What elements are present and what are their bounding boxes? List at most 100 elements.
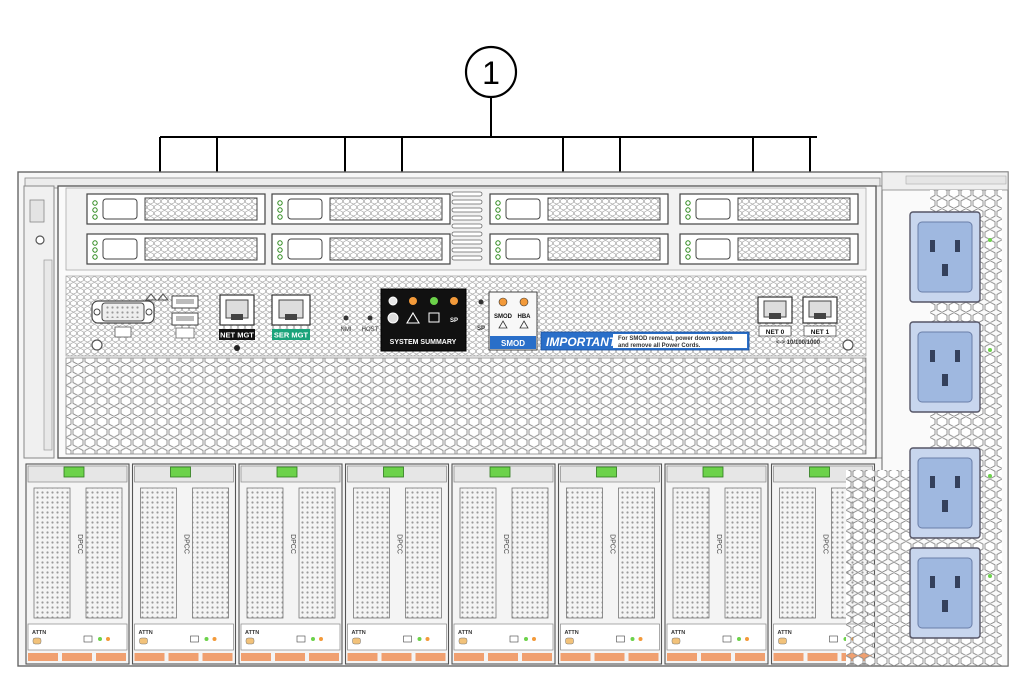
drive-release-button[interactable] [505, 198, 541, 220]
pcie-latch[interactable] [170, 466, 191, 478]
locator-led[interactable] [388, 296, 398, 306]
pcie-ok-led [204, 637, 209, 641]
pcie-fault-led [425, 637, 430, 641]
drive-release-button[interactable] [287, 198, 323, 220]
drive-led [685, 214, 691, 220]
pcie-attn-button[interactable] [458, 637, 468, 645]
pcie-latch[interactable] [702, 466, 724, 478]
pcie-grille [724, 487, 762, 619]
drive-release-button[interactable] [287, 238, 323, 260]
drive-led [685, 200, 691, 206]
ser-mgt-port[interactable]: SER MGT [271, 294, 311, 340]
net1-port[interactable]: NET 1 [802, 296, 838, 337]
power-supply-inlet[interactable] [909, 547, 992, 639]
pcie-attn-button[interactable] [671, 637, 681, 645]
pcie-attn-label: ATTN [565, 630, 579, 636]
smod-badge: SMOD [501, 339, 525, 348]
important-label: IMPORTANT [546, 335, 618, 349]
drive-bay[interactable] [86, 193, 266, 225]
drive-bay[interactable] [489, 193, 669, 225]
sp-label-inner: SP [450, 318, 458, 324]
power-supply-inlet[interactable] [909, 447, 992, 539]
pcie-grille [298, 487, 336, 619]
drive-bay[interactable] [271, 233, 451, 265]
drive-release-button[interactable] [102, 238, 138, 260]
pcie-attn-button[interactable] [565, 637, 574, 645]
pcie-ok-led [311, 637, 315, 641]
net-mgt-port[interactable]: NET MGT [219, 294, 255, 351]
pcie-attn-button[interactable] [139, 637, 148, 645]
nmi-host-buttons: NMI HOST [341, 315, 379, 333]
pcie-grille [459, 487, 497, 619]
pcie-slot-tag [488, 653, 518, 661]
smod-panel: SMOD HBA SMOD [488, 291, 538, 351]
drive-bay[interactable] [679, 233, 859, 265]
pcie-latch[interactable] [596, 466, 617, 478]
drive-led [92, 200, 98, 206]
drive-led [495, 207, 501, 213]
vga-port[interactable] [91, 300, 155, 338]
pcie-fault-led [638, 637, 643, 641]
usb-ports[interactable] [144, 293, 199, 339]
psu-pin [930, 240, 935, 252]
pcie-grille [33, 487, 71, 619]
drive-release-button[interactable] [695, 198, 731, 220]
drive-led [495, 214, 501, 220]
drive-bay[interactable] [86, 233, 266, 265]
drive-led [92, 247, 98, 253]
cloud-icon [144, 293, 170, 301]
pcie-slot-tag [28, 653, 58, 661]
pcie-ok-led [417, 637, 422, 641]
pcie-ok-led [630, 637, 635, 641]
drive-release-button[interactable] [505, 238, 541, 260]
power-button[interactable] [387, 312, 399, 324]
drive-grille [547, 237, 661, 261]
system-summary-panel: SP SYSTEM SUMMARY [380, 288, 467, 352]
drive-release-button[interactable] [695, 238, 731, 260]
pcie-attn-button[interactable] [352, 637, 361, 645]
pcie-attn-button[interactable] [245, 637, 255, 645]
pcie-slot-tag [168, 653, 199, 661]
pcie-latch[interactable] [63, 466, 85, 478]
drive-led [92, 207, 98, 213]
drive-led [277, 207, 283, 213]
pcie-latch[interactable] [809, 466, 830, 478]
pcie-slot-tag [96, 653, 126, 661]
drive-bay[interactable] [679, 193, 859, 225]
power-supply-inlet[interactable] [909, 321, 992, 413]
drive-release-button[interactable] [102, 198, 138, 220]
drive-led [685, 247, 691, 253]
pcie-latch[interactable] [276, 466, 298, 478]
important-line2: and remove all Power Cords. [618, 343, 701, 349]
pcie-ok-led [737, 637, 741, 641]
drive-bay[interactable] [271, 193, 451, 225]
pcie-grille [353, 487, 390, 619]
pcie-latch[interactable] [383, 466, 404, 478]
pcie-card-label: DPCC [502, 534, 509, 554]
pcie-latch[interactable] [489, 466, 511, 478]
pcie-attn-label: ATTN [671, 630, 685, 636]
io-screw-right [842, 339, 854, 351]
psu-pin [942, 264, 948, 276]
drive-bay[interactable] [489, 233, 669, 265]
net0-port[interactable]: NET 0 [757, 296, 793, 337]
pcie-attn-button[interactable] [32, 637, 42, 645]
psu-pin [955, 240, 960, 252]
power-supply-inlet[interactable] [909, 211, 992, 303]
drive-led [92, 254, 98, 260]
nmi-button[interactable] [343, 315, 349, 321]
pcie-slot-tag [454, 653, 484, 661]
hba-label: HBA [518, 314, 532, 320]
host-label: HOST [362, 327, 379, 333]
host-button[interactable] [367, 315, 373, 321]
pcie-attn-button[interactable] [778, 637, 787, 645]
ok-led [430, 297, 438, 305]
